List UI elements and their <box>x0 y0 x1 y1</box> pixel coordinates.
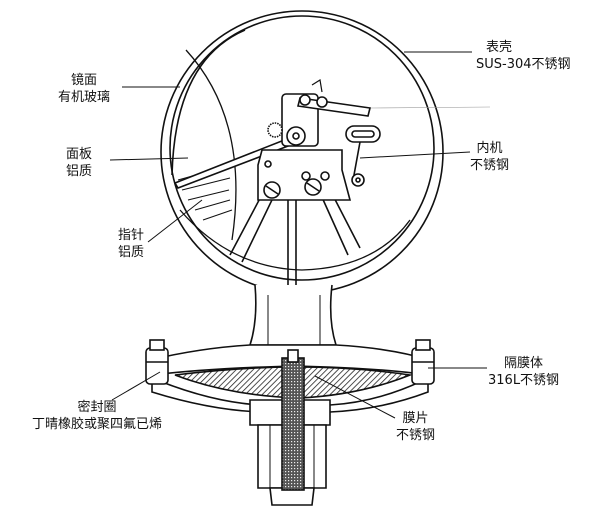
dial-lower-arc <box>179 209 411 271</box>
leader-membrane <box>314 375 396 419</box>
label-dial-material: 铝质 <box>66 164 93 179</box>
dial-face-edge <box>171 29 246 176</box>
label-membrane-name: 膜片 <box>402 411 429 426</box>
label-mirror: 镜面 有机玻璃 <box>58 72 110 106</box>
pivot-center <box>292 132 300 140</box>
leader-movement <box>359 151 471 159</box>
label-seal-name: 密封圈 <box>77 400 117 415</box>
label-mirror-material: 有机玻璃 <box>58 90 111 105</box>
label-movement-name: 内机 <box>476 141 503 156</box>
label-membrane-material: 不锈钢 <box>396 428 436 443</box>
label-seal: 密封圈 丁晴橡胶或聚四氟已烯 <box>32 399 162 433</box>
case-neck <box>248 284 338 346</box>
movement-small-hole-2 <box>301 171 311 181</box>
gauge-bezel-inner <box>169 15 435 281</box>
label-pointer-material: 铝质 <box>118 245 145 260</box>
label-dial-name: 面板 <box>66 147 93 162</box>
label-diaphragm-body-name: 隔膜体 <box>504 356 544 371</box>
label-pointer: 指针 铝质 <box>118 227 144 261</box>
diaphragm-stem <box>281 357 305 491</box>
leader-seal <box>111 371 161 401</box>
flange-bolt-right <box>411 347 435 385</box>
movement-small-hole-1 <box>264 160 272 168</box>
label-dial: 面板 铝质 <box>66 146 92 180</box>
label-case-name: 表壳 <box>486 40 513 55</box>
label-diaphragm-body: 隔膜体 316L不锈钢 <box>488 355 559 389</box>
movement-plate <box>257 149 352 201</box>
label-mirror-name: 镜面 <box>71 73 98 88</box>
gear-wheel <box>267 122 283 138</box>
label-case-material: SUS-304不锈钢 <box>476 57 571 72</box>
glass-reflection-curve <box>185 49 237 241</box>
leader-dial <box>109 157 189 161</box>
leader-pointer <box>147 199 203 243</box>
pivot-hub <box>286 126 306 146</box>
label-membrane: 膜片 不锈钢 <box>396 410 435 444</box>
slot-link <box>345 125 381 143</box>
label-case: 表壳 SUS-304不锈钢 <box>476 39 571 73</box>
label-movement-material: 不锈钢 <box>470 158 510 173</box>
movement-small-hole-3 <box>320 171 330 181</box>
diaphragm-housing-lower <box>151 376 429 413</box>
connecting-link <box>353 141 363 179</box>
label-pointer-name: 指针 <box>118 228 145 243</box>
label-diaphragm-body-material: 316L不锈钢 <box>488 373 560 388</box>
lever-arm <box>297 97 371 117</box>
label-movement: 内机 不锈钢 <box>470 140 509 174</box>
label-seal-material: 丁晴橡胶或聚四氟已烯 <box>32 417 163 432</box>
